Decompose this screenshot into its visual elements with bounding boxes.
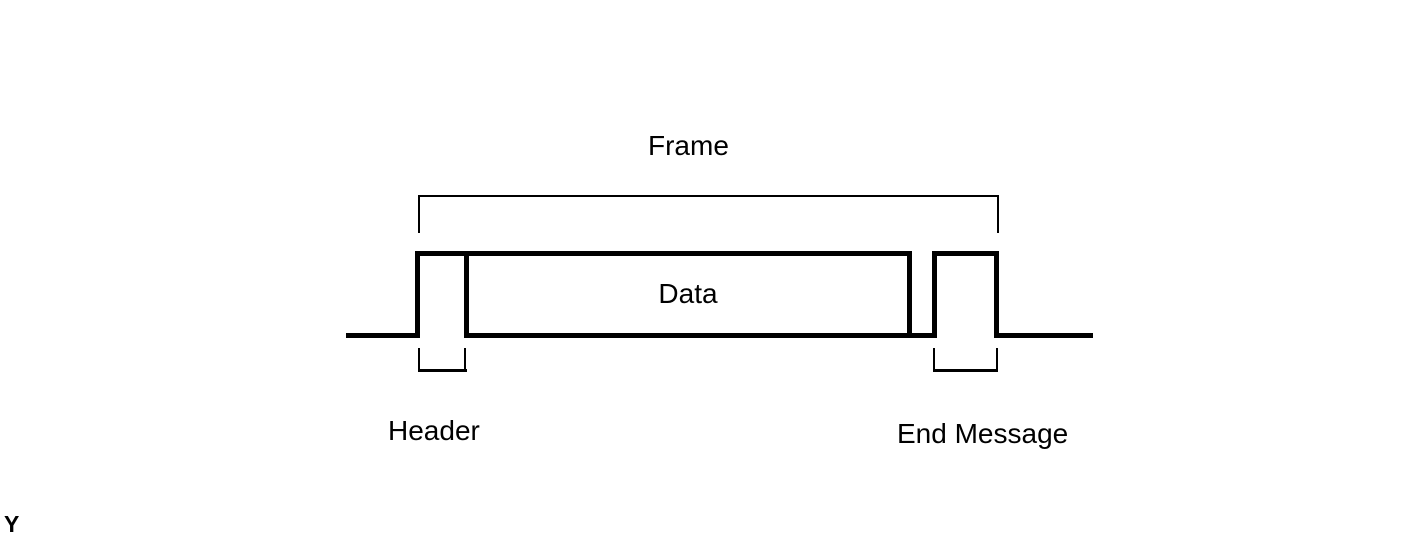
end-message-bracket-bottom-line	[933, 369, 998, 372]
header-bracket-right-tick	[464, 348, 466, 371]
corner-mark-y: Y	[4, 511, 20, 537]
baseline-left-segment	[346, 333, 419, 338]
frame-bracket-left-tick	[418, 195, 420, 233]
header-label: Header	[388, 415, 480, 446]
end-pulse-left-edge	[932, 251, 937, 338]
header-bracket-bottom-line	[418, 369, 467, 372]
data-box-left-edge	[464, 251, 469, 338]
signal-top-line	[415, 251, 912, 256]
frame-bracket-top-line	[418, 195, 999, 197]
data-box-right-edge	[907, 251, 912, 338]
frame-label: Frame	[648, 130, 729, 161]
baseline-right-segment	[994, 333, 1093, 338]
end-message-bracket-left-tick	[933, 348, 935, 371]
data-box-bottom-baseline	[464, 333, 934, 338]
end-message-label: End Message	[897, 418, 1069, 449]
end-message-bracket-right-tick	[996, 348, 998, 371]
header-pulse-left-edge	[415, 251, 420, 338]
data-box-label: Data	[658, 278, 718, 309]
end-pulse-right-edge	[994, 251, 999, 338]
frame-bracket-right-tick	[997, 195, 999, 233]
end-pulse-top-line	[932, 251, 999, 256]
header-bracket-left-tick	[418, 348, 420, 371]
